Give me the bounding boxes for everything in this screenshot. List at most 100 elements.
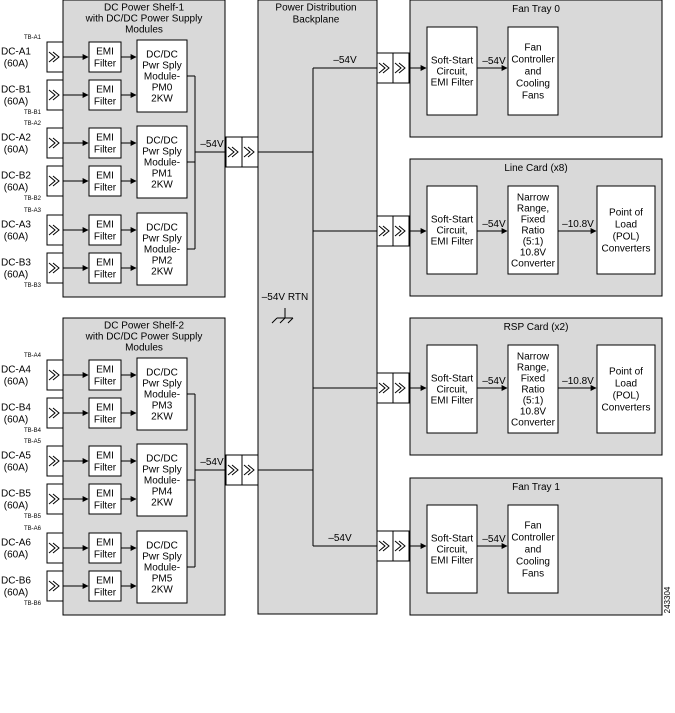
backplane-to-card-connector-chevron [394,382,402,394]
card-middle-label: (5:1) [523,396,544,407]
dc-input-label: DC-A5 [1,451,31,462]
backplane-return-label: –54V RTN [262,292,309,303]
soft-start-emi-box [426,26,478,116]
shelf-output-voltage-label: –54V [200,457,224,468]
converter-voltage-label: –10.8V [562,219,594,230]
card-middle-box [507,185,559,275]
pol-converter-label: (POL) [613,232,640,243]
shelf-to-backplane-connector-chevron [243,464,251,476]
backplane-to-card-connector-chevron [398,382,406,394]
input-chevron [48,262,56,274]
dc-input-label: (60A) [4,415,28,426]
emi-filter-label: Filter [94,97,117,108]
dc-input-label: (60A) [4,588,28,599]
soft-start-emi-label: Soft-Start [431,56,473,67]
emi-filter-label: EMI [96,538,114,549]
card-middle-label: Ratio [521,385,545,396]
emi-filter-label: Filter [94,588,117,599]
shelf-output-voltage-label: –54V [200,139,224,150]
dc-input-label: (60A) [4,145,28,156]
shelf-to-backplane-connector-chevron [247,146,255,158]
dcdc-module-label: Pwr Sply [142,552,181,563]
dc-input-label: DC-B5 [1,489,31,500]
input-chevron [52,262,60,274]
dcdc-module-label: Module- [144,245,180,256]
power-shelf-title: with DC/DC Power Supply [85,14,203,25]
emi-filter-label: EMI [96,451,114,462]
card-middle-label: Fan [524,43,541,54]
pol-converter-label: Point of [609,208,643,219]
ground-symbol-icon [287,317,294,324]
power-shelf-title: DC Power Shelf-1 [104,3,184,14]
card-middle-label: Narrow [517,193,550,204]
shelf-to-backplane-connector-chevron [247,464,255,476]
pol-converter-label: (POL) [613,391,640,402]
dcdc-module-label: Pwr Sply [142,234,181,245]
input-chevron [48,493,56,505]
dcdc-module [136,530,188,604]
pol-converter-box [596,344,656,434]
input-chevron [52,369,60,381]
ground-symbol-icon [271,317,278,324]
input-chevron [48,580,56,592]
backplane-to-card-connector-chevron [398,225,406,237]
emi-filter-label: Filter [94,145,117,156]
soft-start-emi-label: Soft-Start [431,215,473,226]
card-middle-label: Converter [511,259,556,270]
card-middle-label: and [525,545,542,556]
emi-filter-label: EMI [96,489,114,500]
backplane-to-card-connector-chevron [394,62,402,74]
dcdc-module-label: Module- [144,72,180,83]
backplane-to-card-connector-chevron [398,62,406,74]
dcdc-module [136,39,188,113]
backplane-title: Backplane [293,15,340,26]
dcdc-module-label: DC/DC [146,223,178,234]
dc-input-label: (60A) [4,550,28,561]
soft-start-emi-label: EMI Filter [431,237,474,248]
backplane-bottom-voltage-label: –54V [328,533,352,544]
dcdc-module-label: 2KW [151,412,173,423]
dc-input-label: (60A) [4,463,28,474]
dc-input-label: (60A) [4,270,28,281]
soft-start-emi-label: Circuit, [436,545,467,556]
emi-filter [88,41,122,73]
dcdc-module [136,212,188,286]
input-chevron [52,580,60,592]
input-chevron [48,369,56,381]
power-shelf-title: DC Power Shelf-2 [104,321,184,332]
dc-input-label: (60A) [4,59,28,70]
input-chevron [52,224,60,236]
emi-filter [88,127,122,159]
terminal-block-label: TB-A4 [24,353,42,359]
soft-start-emi-box [426,185,478,275]
dc-input-label: DC-B6 [1,576,31,587]
input-chevron [52,51,60,63]
terminal-block-label: TB-B2 [24,196,42,202]
dc-input-label: DC-A2 [1,133,31,144]
emi-filter-label: EMI [96,85,114,96]
emi-filter [88,359,122,391]
input-chevron [48,89,56,101]
figure-id-label: 243304 [663,586,672,613]
dcdc-module-label: 2KW [151,585,173,596]
card-middle-label: Fan [524,521,541,532]
converter-voltage-label: –10.8V [562,376,594,387]
card-middle-label: Fans [522,91,544,102]
load-card-title: RSP Card (x2) [504,322,569,333]
emi-filter-label: EMI [96,258,114,269]
dcdc-module-label: PM3 [152,401,173,412]
dc-input-label: (60A) [4,501,28,512]
shelf-to-backplane-connector-chevron [227,146,235,158]
card-voltage-label: –54V [482,376,506,387]
card-middle-box [507,26,559,116]
input-chevron [52,137,60,149]
input-chevron [52,407,60,419]
emi-filter [88,397,122,429]
dc-input-label: DC-A3 [1,220,31,231]
emi-filter-label: EMI [96,171,114,182]
terminal-block-label: TB-A1 [24,35,42,41]
card-middle-label: Fixed [521,215,545,226]
dcdc-module-label: Pwr Sply [142,147,181,158]
dcdc-module-label: Module- [144,390,180,401]
dcdc-module-label: Pwr Sply [142,61,181,72]
